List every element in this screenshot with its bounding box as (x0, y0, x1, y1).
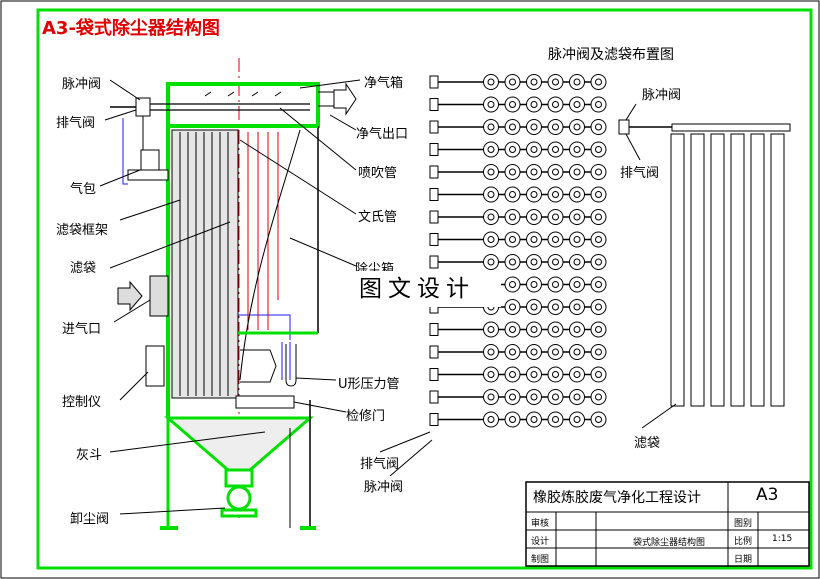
valve-row (429, 411, 607, 428)
watermark: 图文设计 (333, 271, 501, 307)
drawing-name: 袋式除尘器结构图 (633, 538, 706, 548)
label-right-pulse-valve: 脉冲阀 (642, 88, 682, 103)
layout-title: 脉冲阀及滤袋布置图 (548, 47, 674, 63)
tb-draw: 制图 (531, 555, 550, 565)
label-controller: 控制仪 (62, 395, 102, 410)
label-discharge-valve: 卸尘阀 (70, 512, 110, 527)
project-name: 橡胶炼胶废气净化工程设计 (533, 490, 701, 506)
sheet-title: A3-袋式除尘器结构图 (42, 18, 220, 39)
label-bottom-pulse-valve: 脉冲阀 (364, 480, 404, 495)
label-u-gauge: U形压力管 (338, 377, 400, 392)
label-access-door: 检修门 (346, 409, 386, 424)
label-right-exhaust-valve: 排气阀 (620, 166, 660, 181)
valve-row (429, 209, 607, 225)
valve-row (429, 344, 607, 360)
label-exhaust-valve: 排气阀 (56, 116, 96, 131)
valve-row (429, 366, 607, 383)
label-filter-bag: 滤袋 (70, 261, 97, 276)
tb-scale-value: 1:15 (772, 534, 793, 544)
valve-row (429, 74, 607, 90)
label-bag-frame: 滤袋框架 (56, 223, 109, 238)
valve-row (429, 141, 607, 158)
label-right-filter-bag: 滤袋 (634, 436, 661, 451)
label-venturi: 文氏管 (358, 210, 398, 225)
sheet-size: A3 (756, 485, 779, 505)
label-bottom-exhaust-valve: 排气阀 (360, 457, 400, 472)
tb-drawing-no: 图别 (734, 519, 753, 529)
bag-filter-elevation (99, 58, 361, 530)
label-clean-box: 净气箱 (364, 76, 404, 91)
valve-row (429, 96, 607, 113)
valve-layout-grid (429, 74, 607, 428)
label-pulse-valve: 脉冲阀 (62, 77, 102, 92)
valve-row (429, 231, 607, 248)
tb-date: 日期 (734, 555, 753, 565)
label-inlet: 进气口 (62, 322, 102, 337)
valve-row (429, 321, 607, 338)
valve-row (429, 254, 607, 270)
tb-design: 设计 (531, 537, 550, 547)
label-ash-hopper: 灰斗 (76, 448, 103, 463)
bag-side-view (379, 103, 791, 477)
valve-row (429, 119, 607, 135)
valve-row (429, 389, 607, 405)
label-clean-outlet: 净气出口 (356, 127, 409, 142)
valve-row (429, 186, 607, 203)
title-block (525, 481, 810, 567)
label-blow-pipe: 喷吹管 (358, 166, 398, 181)
valve-row (429, 164, 607, 180)
label-air-bag: 气包 (70, 182, 97, 197)
tb-scale-label: 比例 (734, 537, 753, 547)
green-frame (36, 8, 813, 570)
tb-review: 审核 (531, 519, 550, 529)
